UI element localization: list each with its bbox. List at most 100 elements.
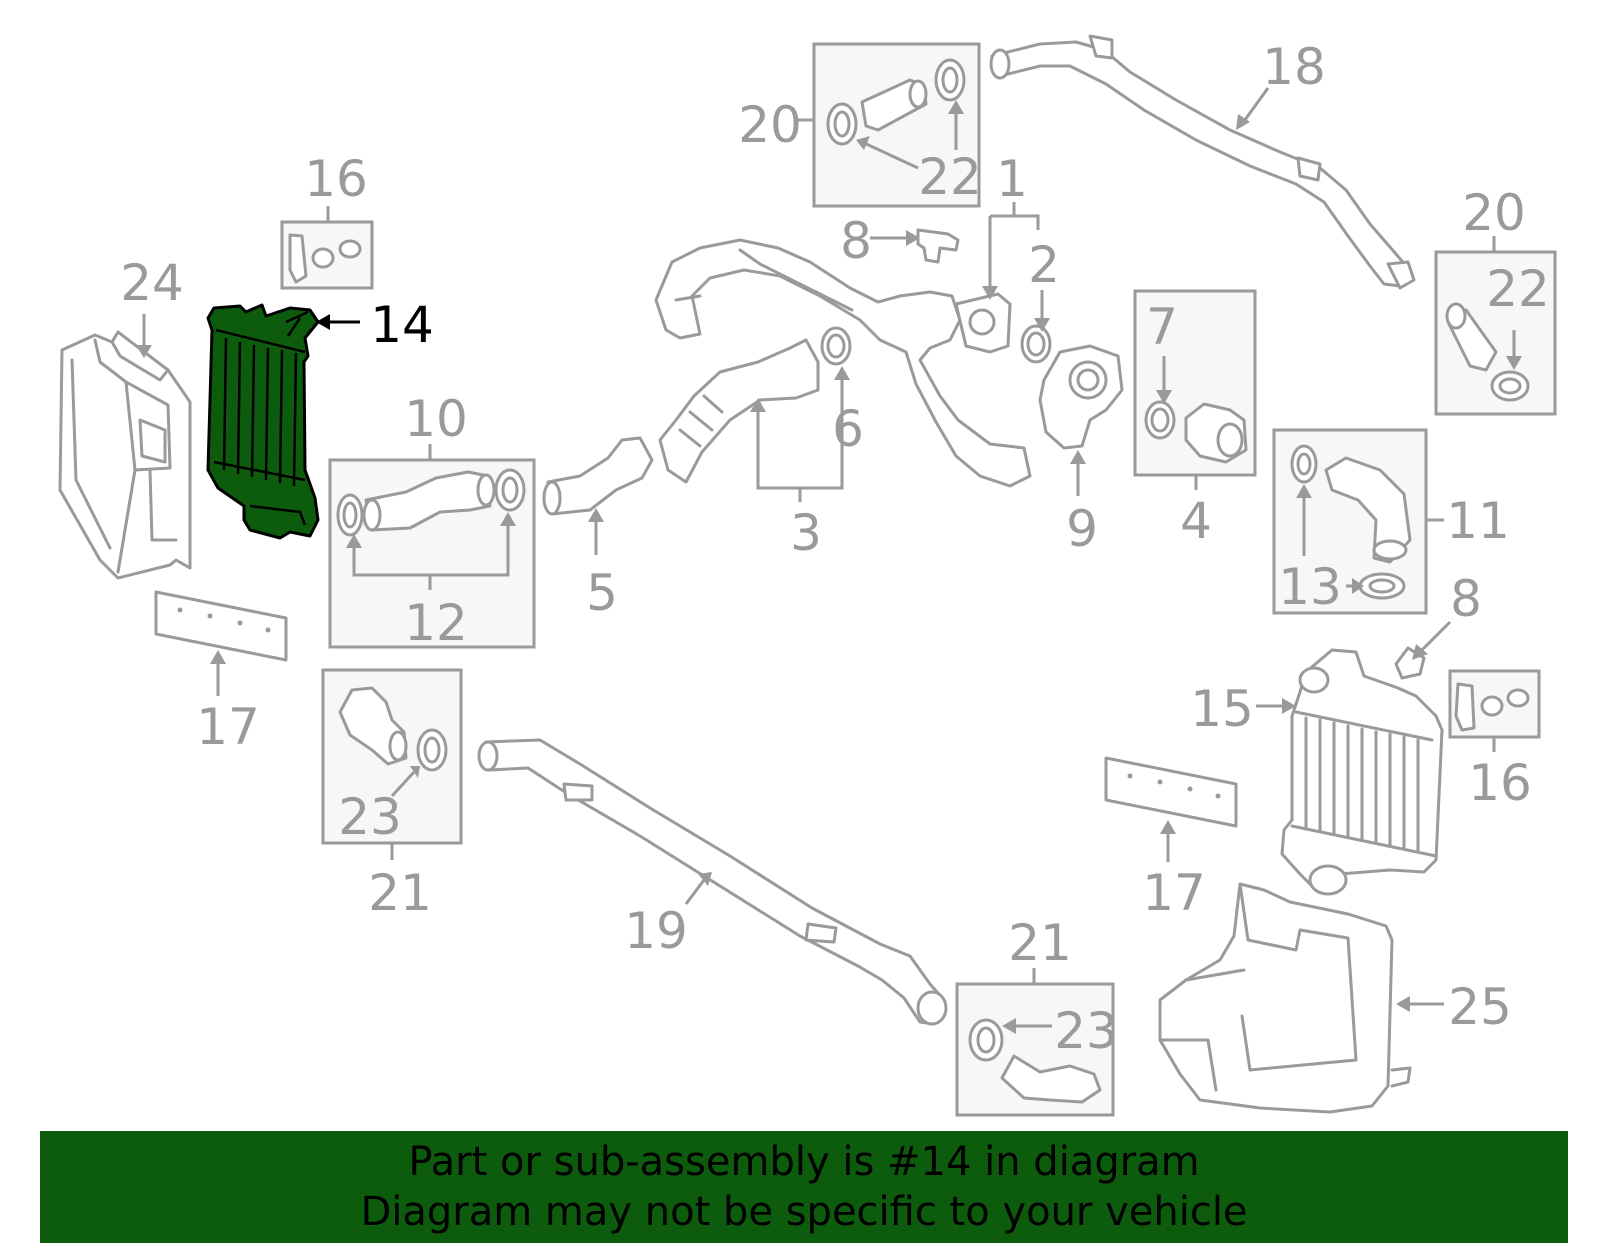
label-17-left: 17 [196, 698, 260, 756]
part-1-charge-pipe[interactable] [654, 238, 1032, 488]
part-20-hose-top[interactable] [860, 78, 928, 132]
label-16-top: 16 [304, 150, 368, 208]
label-18: 18 [1262, 38, 1326, 96]
label-2: 2 [1028, 236, 1060, 294]
banner-line-1: Part or sub-assembly is #14 in diagram [408, 1139, 1200, 1185]
part-9-throttle-body[interactable] [1038, 344, 1124, 450]
arrow-17-right [1160, 820, 1176, 834]
part-16-bracket-top[interactable] [288, 233, 362, 284]
label-7: 7 [1146, 298, 1178, 356]
part-13-clamps[interactable] [1290, 444, 1406, 600]
label-17-right: 17 [1142, 864, 1206, 922]
label-12: 12 [404, 594, 468, 652]
label-24: 24 [120, 254, 184, 312]
part-6-gasket[interactable] [820, 326, 852, 366]
part-21-hose-right[interactable] [1000, 1054, 1102, 1104]
arrow-25 [1396, 996, 1410, 1012]
arrow-13-a [1296, 484, 1312, 498]
label-4: 4 [1180, 492, 1212, 550]
part-19-long-pipe[interactable] [477, 738, 948, 1026]
arrow-23-right [1002, 1018, 1016, 1034]
label-14-highlighted: 14 [370, 296, 434, 354]
arrow-1 [982, 286, 998, 300]
label-9: 9 [1066, 500, 1098, 558]
arrow-2 [1034, 318, 1050, 332]
part-5-pipe[interactable] [542, 436, 654, 516]
leader-8-right [1418, 620, 1452, 654]
label-22-top: 22 [918, 148, 982, 206]
label-5: 5 [586, 564, 618, 622]
part-22-clamps-top[interactable] [826, 58, 966, 146]
label-23-left: 23 [338, 788, 402, 846]
part-3-pipe[interactable] [658, 338, 820, 484]
arrow-23-left [410, 766, 420, 778]
part-17-bracket-left[interactable] [154, 590, 288, 662]
part-2-gasket[interactable] [1020, 324, 1052, 364]
arrow-6 [834, 366, 850, 380]
parts-diagram: 1 2 3 4 5 6 7 8 8 9 10 11 12 13 14 15 16… [58, 34, 1557, 1117]
part-8-sensor-top[interactable] [916, 228, 960, 264]
label-15: 15 [1190, 680, 1254, 738]
arrow-14 [316, 314, 330, 330]
arrow-22-right [1506, 356, 1522, 370]
part-23-clamp-left[interactable] [416, 728, 448, 772]
label-19: 19 [624, 902, 688, 960]
part-1-flange[interactable] [954, 292, 1012, 354]
label-25: 25 [1448, 978, 1512, 1036]
arrow-24 [136, 345, 152, 358]
part-7-gasket[interactable] [1144, 400, 1176, 440]
arrow-8-right [1412, 644, 1428, 660]
part-4-housing[interactable] [1184, 402, 1248, 464]
part-18-long-pipe[interactable] [989, 34, 1416, 290]
label-1: 1 [996, 150, 1028, 208]
leader-22-top-a [861, 140, 919, 170]
leader-1 [990, 214, 1040, 230]
label-8-top: 8 [840, 212, 872, 270]
part-17-bracket-right[interactable] [1104, 756, 1238, 828]
arrow-13-b [1352, 578, 1364, 594]
info-banner: Part or sub-assembly is #14 in diagram D… [40, 1131, 1568, 1243]
arrow-9 [1070, 450, 1086, 464]
arrow-17-left [210, 650, 226, 664]
label-6: 6 [832, 400, 864, 458]
label-21-right: 21 [1008, 914, 1072, 972]
label-10: 10 [404, 390, 468, 448]
arrow-18 [1236, 114, 1250, 130]
part-24-air-duct[interactable] [58, 330, 192, 580]
label-23-right: 23 [1054, 1002, 1118, 1060]
part-23-clamp-right[interactable] [968, 1018, 1004, 1062]
part-16-bracket-right[interactable] [1454, 682, 1530, 732]
label-20-right: 20 [1462, 184, 1526, 242]
part-11-hose-right[interactable] [1324, 456, 1412, 564]
label-16-right: 16 [1468, 754, 1532, 812]
label-20-top: 20 [738, 96, 802, 154]
leader-19 [684, 879, 706, 905]
arrow-7 [1156, 390, 1172, 404]
label-13: 13 [1278, 558, 1342, 616]
part-21-hose-left[interactable] [338, 686, 408, 766]
leader-18 [1240, 87, 1270, 125]
arrow-5 [588, 508, 604, 522]
part-22-clamp-right[interactable] [1490, 370, 1530, 402]
label-21-left: 21 [368, 864, 432, 922]
part-12-clamps[interactable] [336, 468, 526, 537]
part-20-hose-right[interactable] [1445, 302, 1498, 372]
arrow-19 [698, 872, 712, 886]
arrow-12b [500, 512, 516, 526]
arrow-22-top-a [856, 136, 870, 150]
leader-23-left [390, 770, 416, 798]
part-15-intercooler-right[interactable] [1280, 648, 1444, 896]
part-10-hose[interactable] [362, 470, 496, 532]
arrow-22-top-b [948, 100, 964, 114]
arrow-15 [1282, 698, 1296, 714]
part-25-air-duct[interactable] [1158, 882, 1412, 1114]
banner-line-2: Diagram may not be specific to your vehi… [360, 1189, 1248, 1235]
arrow-12a [346, 534, 362, 548]
label-8-right: 8 [1450, 570, 1482, 628]
part-14-intercooler[interactable] [206, 303, 320, 540]
arrow-8-top [906, 230, 920, 246]
arrow-3 [750, 398, 766, 412]
label-3: 3 [790, 504, 822, 562]
label-11: 11 [1446, 492, 1510, 550]
label-22-right: 22 [1486, 260, 1550, 318]
